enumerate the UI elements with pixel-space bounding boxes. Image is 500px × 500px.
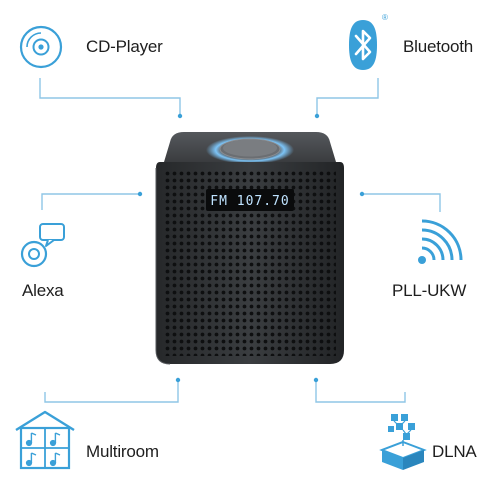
connector-dot bbox=[175, 377, 181, 383]
connector-dot bbox=[359, 191, 365, 197]
display-text: FM 107.70 bbox=[210, 194, 289, 209]
multiroom-house-icon bbox=[15, 410, 75, 470]
connector-dlna bbox=[315, 380, 406, 403]
connector-multiroom bbox=[44, 380, 179, 403]
connector-bluetooth bbox=[316, 78, 379, 116]
connector-dot bbox=[177, 113, 183, 119]
dlna-network-icon bbox=[379, 414, 427, 470]
alexa-speech-icon bbox=[20, 223, 65, 268]
registered-mark: ® bbox=[382, 13, 388, 22]
cd-icon bbox=[19, 25, 63, 69]
connector-dot bbox=[313, 377, 319, 383]
connector-dot bbox=[137, 191, 143, 197]
radio-waves-icon bbox=[418, 219, 463, 264]
bluetooth-icon bbox=[349, 20, 377, 70]
bluetooth-label: Bluetooth bbox=[403, 37, 474, 56]
connector-dot bbox=[314, 113, 320, 119]
multiroom-label: Multiroom bbox=[86, 442, 159, 461]
display-window bbox=[206, 189, 294, 211]
cd-player-label: CD-Player bbox=[86, 37, 163, 56]
alexa-label: Alexa bbox=[22, 281, 64, 300]
speaker-product-image: FM 107.70 bbox=[155, 132, 344, 365]
connector-alexa bbox=[41, 193, 140, 210]
connector-cd-player bbox=[39, 78, 181, 116]
pll-ukw-label: PLL-UKW bbox=[392, 281, 467, 300]
connector-pll-ukw bbox=[362, 193, 441, 212]
dlna-label: DLNA bbox=[432, 442, 477, 461]
